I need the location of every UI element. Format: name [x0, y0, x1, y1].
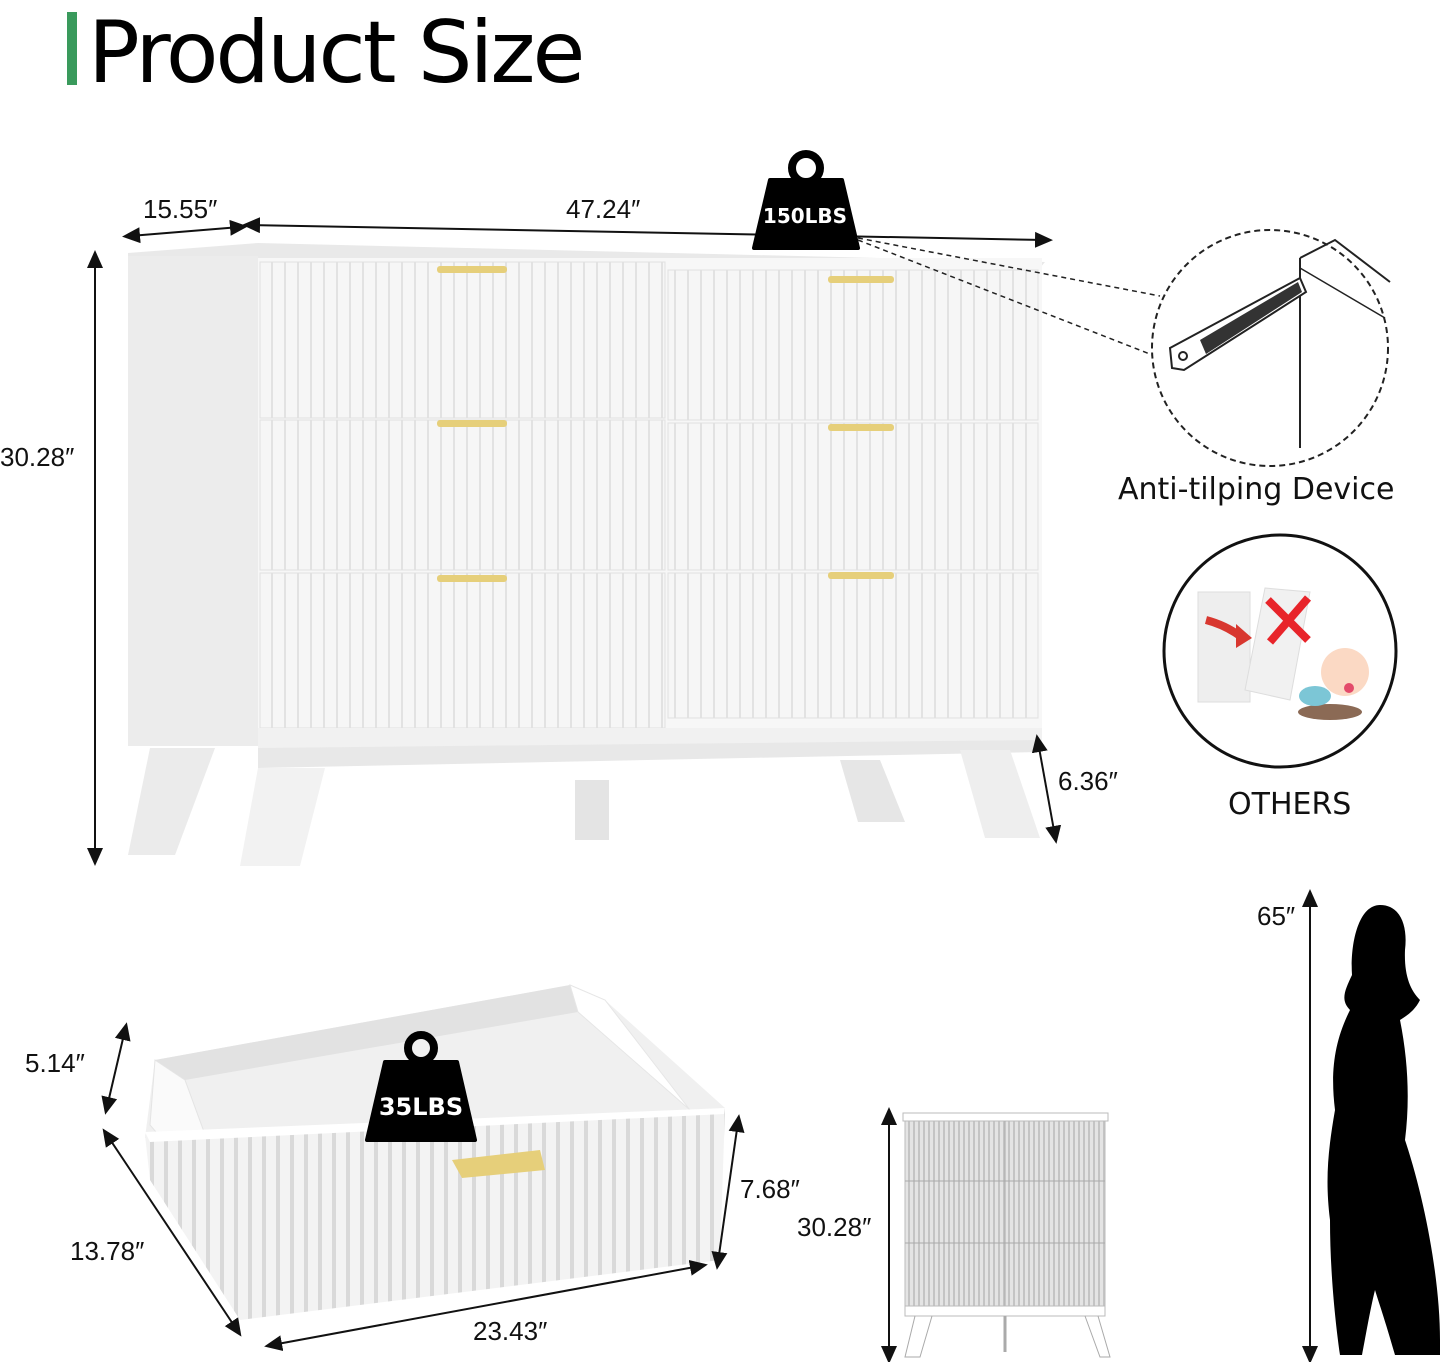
- weight-icon: [752, 150, 860, 250]
- dresser-max-load-label: 150LBS: [763, 204, 847, 228]
- person-height-label: 65″: [1257, 901, 1295, 931]
- page-title: Product Size: [88, 3, 582, 103]
- drawer-max-load-label: 35LBS: [379, 1093, 463, 1121]
- drawer-width-label: 23.43″: [473, 1316, 547, 1346]
- dresser-depth-label: 15.55″: [143, 194, 217, 224]
- dresser-height-label: 30.28″: [0, 442, 74, 472]
- weight-icon: [365, 1031, 477, 1142]
- small-dresser-illustration: [902, 1112, 1111, 1358]
- drawer-handles: [437, 266, 894, 582]
- drawer-depth-label: 13.78″: [70, 1236, 144, 1266]
- anti-tip-device-detail: [857, 229, 1391, 467]
- small-dresser-height-label: 30.28″: [797, 1212, 871, 1242]
- dresser-illustration: [128, 243, 1045, 866]
- drawer-inner-height-label: 5.14″: [25, 1048, 85, 1078]
- anti-tip-label: Anti-tilping Device: [1118, 472, 1394, 507]
- person-silhouette: [1327, 905, 1440, 1355]
- others-label: OTHERS: [1228, 787, 1351, 822]
- drawer-front-height-label: 7.68″: [740, 1174, 800, 1204]
- title-accent-bar: [67, 12, 77, 85]
- open-drawer-illustration: [145, 984, 725, 1320]
- dresser-leg-height-label: 6.36″: [1058, 766, 1118, 796]
- tip-hazard-icon: [1162, 533, 1398, 769]
- dresser-width-label: 47.24″: [566, 194, 640, 224]
